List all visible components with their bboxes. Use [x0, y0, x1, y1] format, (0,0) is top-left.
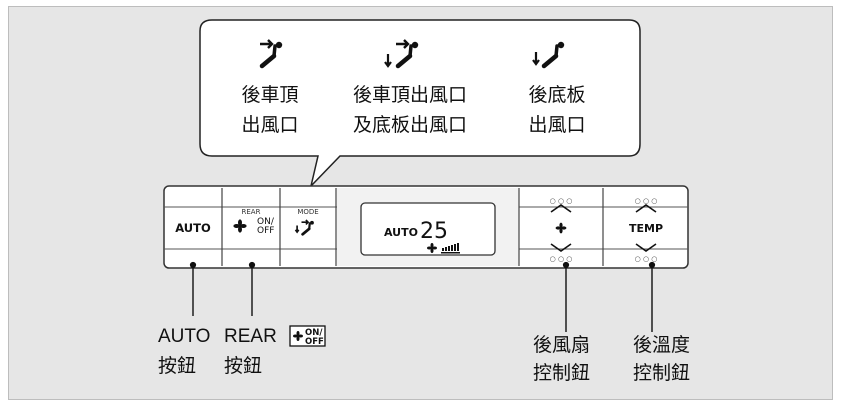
- display-auto-text: AUTO: [384, 226, 418, 239]
- leader-lines: [189, 261, 656, 332]
- fan-down-dots: ○ ○ ○: [550, 255, 573, 263]
- auto-button[interactable]: AUTO: [175, 221, 211, 235]
- roof-floor-vent-label-line1: 後車頂出風口: [353, 84, 467, 106]
- fan-icon: [233, 219, 247, 233]
- roof-vent-icon: [259, 39, 283, 69]
- rear-button-small-label: REAR: [242, 208, 261, 216]
- auto-button-label: AUTO: [175, 221, 211, 235]
- auto-button-label-line2: 按鈕: [158, 355, 196, 377]
- fan-up-dots: ○ ○ ○: [550, 197, 573, 205]
- temp-control-label-line1: 後溫度: [633, 334, 690, 356]
- vent-mode-callout: [199, 19, 641, 189]
- rear-button-label-line2: 按鈕: [224, 355, 262, 377]
- rear-onoff-badge: ON/ OFF: [289, 325, 326, 347]
- temp-control-label-line2: 控制鈕: [633, 362, 690, 384]
- rear-off-label: OFF: [257, 226, 274, 236]
- fan-down-button[interactable]: ○ ○ ○: [550, 243, 573, 263]
- chevron-up-icon: [550, 204, 572, 213]
- badge-on-text: ON/: [305, 328, 323, 338]
- chevron-up-icon: [635, 204, 657, 213]
- fan-level-bars: [441, 243, 460, 254]
- floor-vent-label-line2: 出風口: [528, 114, 585, 136]
- rear-on-label: ON/: [257, 217, 275, 227]
- display-fan-icon: [427, 243, 437, 253]
- chevron-down-icon: [550, 243, 572, 252]
- roof-vent-label-line1: 後車頂: [241, 84, 298, 106]
- roof-vent-label-line2: 出風口: [241, 114, 298, 136]
- roof-floor-vent-icon: [384, 39, 419, 69]
- badge-off-text: OFF: [305, 337, 324, 347]
- temp-up-dots: ○ ○ ○: [635, 197, 658, 205]
- mode-button[interactable]: MODE: [294, 208, 319, 236]
- rear-button-label-line1: REAR: [224, 326, 277, 347]
- mode-button-small-label: MODE: [297, 208, 318, 216]
- fan-up-button[interactable]: ○ ○ ○: [550, 197, 573, 213]
- temp-button-label: TEMP: [629, 222, 663, 235]
- chevron-down-icon: [635, 243, 657, 252]
- rear-onoff-button[interactable]: REAR ON/ OFF: [233, 208, 275, 236]
- badge-fan-icon: [293, 331, 303, 341]
- display-temperature: 25: [420, 219, 448, 244]
- auto-button-label-line1: AUTO: [158, 326, 210, 347]
- temp-up-button[interactable]: ○ ○ ○: [635, 197, 658, 213]
- climate-display: AUTO 25: [360, 202, 496, 256]
- fan-control-label-line1: 後風扇: [533, 334, 590, 356]
- mode-vent-icon: [294, 219, 314, 236]
- temp-down-dots: ○ ○ ○: [635, 255, 658, 263]
- fan-control-label-line2: 控制鈕: [533, 362, 590, 384]
- floor-vent-label-line1: 後底板: [528, 84, 585, 106]
- temp-down-button[interactable]: ○ ○ ○: [635, 243, 658, 263]
- floor-vent-icon: [532, 41, 565, 69]
- fan-speed-icon: [555, 222, 567, 234]
- roof-floor-vent-label-line2: 及底板出風口: [353, 114, 467, 136]
